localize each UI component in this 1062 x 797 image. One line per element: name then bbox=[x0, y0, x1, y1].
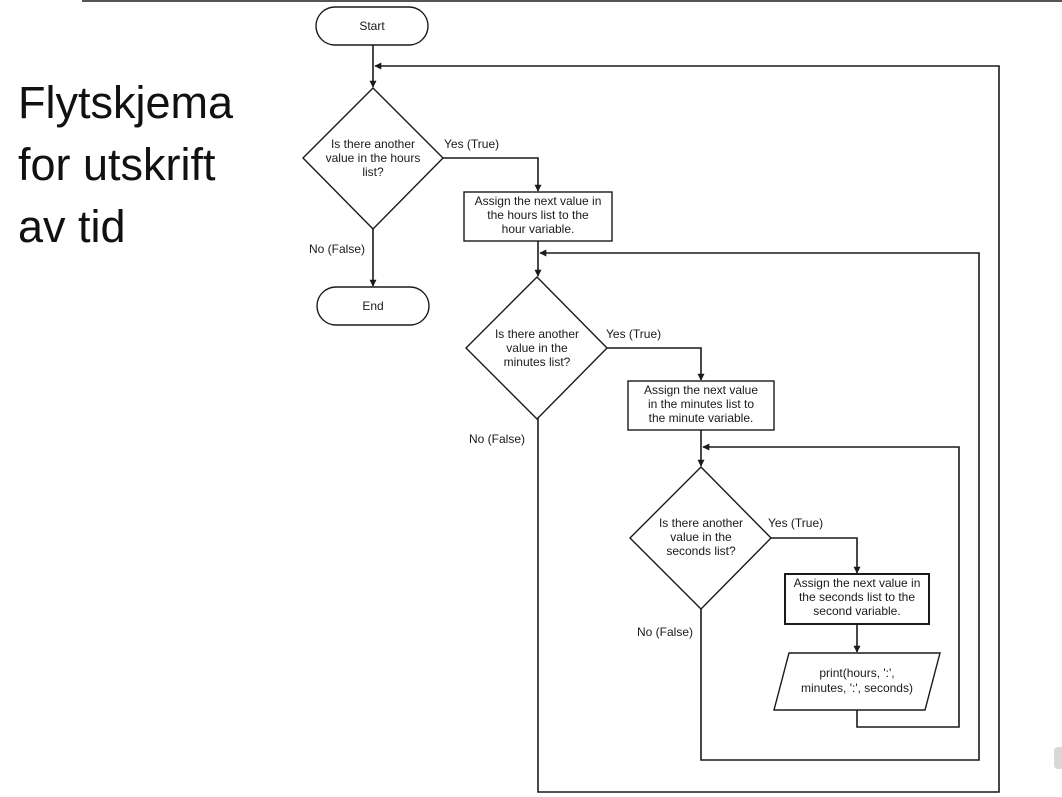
assign-minute-line-3: the minute variable. bbox=[649, 411, 754, 425]
seconds-no-label: No (False) bbox=[637, 625, 693, 639]
title-line-1: Flytskjema bbox=[18, 77, 234, 128]
assign-hour-line-3: hour variable. bbox=[502, 222, 575, 236]
hours-decision-diamond bbox=[302, 87, 444, 230]
minutes-question-line-2: value in the bbox=[506, 341, 568, 355]
assign-hour-line-2: the hours list to the bbox=[487, 208, 589, 222]
title-line-2: for utskrift bbox=[18, 139, 216, 190]
hours-question-line-1: Is there another bbox=[331, 137, 415, 151]
slide-title: Flytskjema for utskrift av tid bbox=[18, 72, 288, 258]
print-io-parallelogram bbox=[773, 652, 941, 711]
seconds-question-line-3: seconds list? bbox=[666, 544, 736, 558]
end-terminal bbox=[316, 286, 430, 326]
end-label: End bbox=[362, 299, 383, 313]
assign-second-line-2: the seconds list to the bbox=[799, 590, 915, 604]
hours-no-label: No (False) bbox=[309, 242, 365, 256]
assign-minute-line-1: Assign the next value bbox=[644, 383, 758, 397]
assign-second-line-3: second variable. bbox=[813, 604, 900, 618]
title-line-3: av tid bbox=[18, 201, 126, 252]
assign-hour-box bbox=[463, 191, 613, 242]
minutes-yes-label: Yes (True) bbox=[606, 327, 661, 341]
flow-seconds-yes bbox=[771, 537, 861, 574]
seconds-yes-label: Yes (True) bbox=[768, 516, 823, 530]
hours-question-line-3: list? bbox=[362, 165, 384, 179]
flow-minutes-yes bbox=[607, 347, 705, 381]
assign-hour-line-1: Assign the next value in bbox=[475, 194, 602, 208]
minutes-decision-diamond bbox=[465, 276, 608, 420]
start-label: Start bbox=[359, 19, 385, 33]
print-line-1: print(hours, ':', bbox=[819, 666, 894, 680]
hours-yes-label: Yes (True) bbox=[444, 137, 499, 151]
slide-corner-mark bbox=[1054, 747, 1062, 769]
start-terminal bbox=[315, 6, 429, 46]
seconds-question-line-2: value in the bbox=[670, 530, 732, 544]
hours-question-line-2: value in the hours bbox=[326, 151, 421, 165]
seconds-decision-diamond bbox=[629, 466, 772, 610]
flow-loop-hours bbox=[374, 62, 1000, 793]
minutes-no-label: No (False) bbox=[469, 432, 525, 446]
flow-loop-seconds bbox=[702, 443, 960, 728]
assign-minute-box bbox=[627, 380, 775, 431]
print-line-2: minutes, ':', seconds) bbox=[801, 681, 913, 695]
assign-minute-line-2: in the minutes list to bbox=[648, 397, 754, 411]
minutes-question-line-1: Is there another bbox=[495, 327, 579, 341]
assign-second-line-1: Assign the next value in bbox=[794, 576, 921, 590]
minutes-question-line-3: minutes list? bbox=[504, 355, 571, 369]
flow-hours-yes bbox=[443, 157, 542, 192]
top-divider-line bbox=[82, 0, 1062, 2]
flow-loop-minutes bbox=[539, 249, 980, 761]
seconds-question-line-1: Is there another bbox=[659, 516, 743, 530]
assign-second-box bbox=[784, 573, 930, 625]
